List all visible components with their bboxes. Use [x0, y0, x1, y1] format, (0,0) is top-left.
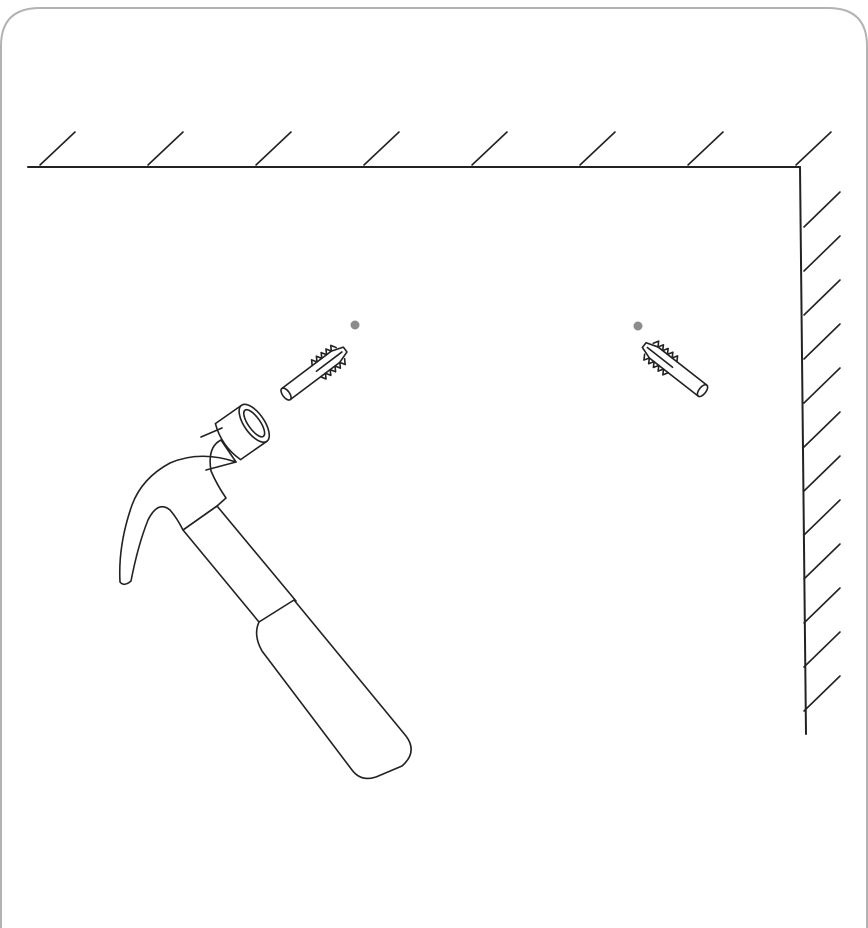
- wall-anchor-left-tip: [315, 346, 348, 373]
- ceiling-hatch-stroke: [471, 131, 508, 166]
- hammer-shaft: [182, 505, 297, 623]
- drill-mark-right: [633, 321, 643, 331]
- side-hatch-stroke: [803, 543, 841, 580]
- drill-mark-left: [350, 320, 360, 330]
- hammer-claw: [118, 439, 237, 586]
- ceiling-hatch-stroke: [147, 131, 184, 166]
- wall-anchor-right-tip: [641, 341, 674, 369]
- wall-anchor-right: [641, 340, 709, 398]
- wall-anchor-right-body: [648, 346, 708, 397]
- wall-anchor-left-base: [280, 387, 292, 401]
- side-hatch-stroke: [803, 367, 841, 404]
- ceiling-hatch-stroke: [579, 131, 616, 166]
- side-hatch-stroke: [803, 631, 841, 668]
- side-hatch-stroke: [803, 235, 841, 272]
- side-hatch-stroke: [803, 191, 841, 228]
- wall-anchor-left-body: [281, 350, 341, 401]
- hammer: [118, 403, 412, 780]
- frame-border: [0, 7, 868, 928]
- hammer-face: [214, 403, 271, 461]
- side-hatch-stroke: [803, 587, 841, 624]
- wall-anchor-right-teeth: [643, 340, 679, 376]
- hammer-grip: [255, 599, 412, 780]
- hammer-neck: [200, 427, 237, 471]
- side-hatch-stroke: [803, 675, 841, 712]
- side-hatch-stroke: [803, 323, 841, 360]
- ceiling-hatch-stroke: [255, 131, 292, 166]
- ceiling-wall: [27, 131, 832, 168]
- ceiling-hatching: [39, 131, 832, 166]
- wall-anchor-left-teeth: [310, 344, 346, 380]
- wall-anchor-right-base: [696, 383, 709, 398]
- side-wall: [799, 166, 841, 735]
- side-hatch-stroke: [803, 411, 841, 448]
- side-hatch-stroke: [803, 499, 841, 536]
- side-hatch-stroke: [803, 279, 841, 316]
- ceiling-hatch-stroke: [687, 131, 724, 166]
- ceiling-hatch-stroke: [363, 131, 400, 166]
- ceiling-hatch-stroke: [795, 131, 832, 166]
- side-hatch-stroke: [803, 455, 841, 492]
- ceiling-hatch-stroke: [39, 131, 76, 166]
- side-wall-hatching: [803, 191, 841, 712]
- wall-anchor-left: [280, 344, 348, 401]
